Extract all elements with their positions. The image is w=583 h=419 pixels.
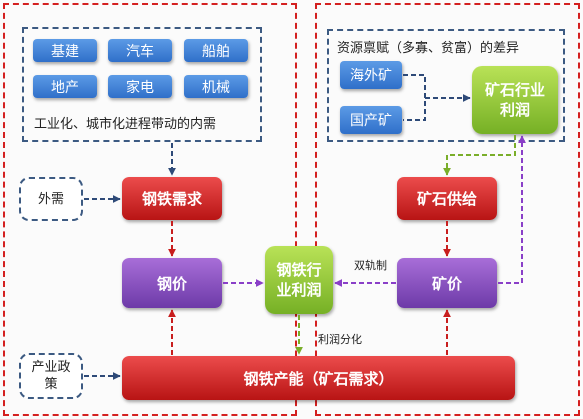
demand-item-automobile: 汽车 <box>108 39 172 62</box>
resource-endowment-title: 资源禀赋（多寡、贫富）的差异 <box>337 41 520 56</box>
industry-policy-box: 产业政策 <box>19 353 83 399</box>
arrow-ore-price-to-ore-profit <box>498 135 526 284</box>
ore-profit-box: 矿石行业利润 <box>472 66 558 134</box>
domestic-ore-box: 国产矿 <box>340 106 402 134</box>
demand-item-machinery: 机械 <box>184 75 248 98</box>
external-demand-box: 外需 <box>19 177 83 221</box>
steel-price-box: 钢价 <box>122 258 222 308</box>
demand-item-shipbuilding: 船舶 <box>184 39 248 62</box>
right-panel <box>315 3 580 416</box>
overseas-ore-box: 海外矿 <box>340 61 402 89</box>
left-panel <box>3 3 297 416</box>
domestic-demand-caption: 工业化、城市化进程带动的内需 <box>34 117 217 132</box>
dual-track-label: 双轨制 <box>354 259 387 272</box>
resource-endowment-group <box>327 29 565 142</box>
steel-capacity-box: 钢铁产能（矿石需求） <box>122 356 515 400</box>
steel-demand-box: 钢铁需求 <box>122 177 222 220</box>
demand-item-infrastructure: 基建 <box>33 39 97 62</box>
profit-split-label: 利润分化 <box>318 333 362 346</box>
arrow-overseas-ore-link <box>403 74 426 121</box>
arrow-ore-profit-to-supply <box>443 135 516 176</box>
ore-price-box: 矿价 <box>397 258 497 308</box>
demand-item-home-appliance: 家电 <box>108 75 172 98</box>
domestic-demand-group <box>22 27 262 142</box>
steel-profit-box: 钢铁行业利润 <box>265 246 333 314</box>
ore-supply-box: 矿石供给 <box>397 177 497 220</box>
demand-item-real-estate: 地产 <box>33 75 97 98</box>
